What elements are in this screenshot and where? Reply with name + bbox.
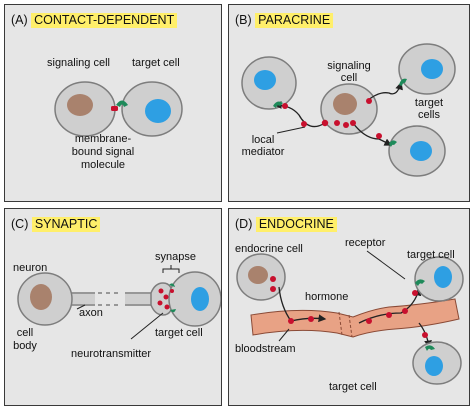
panel-paracrine: (B) PARACRINE signaling cell target cell… xyxy=(228,4,470,202)
synaptic-illustration xyxy=(17,265,221,340)
label-membrane-bound-1: membrane- xyxy=(74,133,132,145)
label-membrane-bound-2: bound signal xyxy=(71,146,135,158)
receptor-icon xyxy=(425,345,435,351)
local-mediator-molecule xyxy=(334,120,340,126)
label-cell-body-2: body xyxy=(13,340,37,352)
arrow-to-bottom-right-cell xyxy=(352,122,393,146)
hormone-path-to-top-target xyxy=(358,287,422,324)
label-hormone: hormone xyxy=(305,291,349,303)
arrow-to-left-cell xyxy=(273,101,326,128)
synapse-bracket xyxy=(162,265,180,273)
receptor-icon xyxy=(169,283,175,287)
local-mediator-pointer xyxy=(276,126,306,134)
local-mediator-molecule xyxy=(282,103,288,109)
axon xyxy=(65,294,95,304)
hormone-molecule xyxy=(270,276,276,282)
endocrine-illustration xyxy=(236,250,464,385)
target-cell-left-nucleus xyxy=(254,70,276,90)
neurotransmitter-molecule xyxy=(170,289,174,293)
hormone-molecule xyxy=(270,286,276,292)
target-cell-nucleus xyxy=(191,287,209,311)
target-cell-bottom-right-nucleus xyxy=(410,141,432,161)
label-signaling-2: cell xyxy=(340,72,358,84)
label-receptor: receptor xyxy=(345,237,386,249)
neuron-nucleus xyxy=(30,284,52,310)
receptor-icon xyxy=(170,309,176,313)
hormone-molecule xyxy=(366,318,372,324)
target-cell-top-nucleus xyxy=(434,266,452,288)
neurotransmitter-molecule xyxy=(164,304,170,310)
local-mediator-molecule xyxy=(301,121,307,127)
target-cell-nucleus xyxy=(145,99,171,123)
panel-endocrine: (D) ENDOCRINE endocrine cell receptor ta… xyxy=(228,208,470,406)
label-axon: axon xyxy=(79,307,103,319)
axon-pointer xyxy=(76,304,86,310)
receptor-icon xyxy=(399,78,407,86)
signaling-cell-nucleus xyxy=(67,94,93,116)
neurotransmitter-molecule xyxy=(158,288,164,294)
local-mediator-molecule xyxy=(366,98,372,104)
neurotransmitter-molecule xyxy=(163,294,169,300)
local-mediator-molecule xyxy=(350,120,356,126)
paracrine-illustration xyxy=(241,43,456,177)
target-cell-top-right-nucleus xyxy=(421,59,443,79)
receptor-icon xyxy=(116,100,128,107)
hormone-molecule xyxy=(386,312,392,318)
hormone-molecule xyxy=(308,316,314,322)
panel-contact-dependent: (A) CONTACT-DEPENDENT signaling cell tar… xyxy=(4,4,222,202)
label-synapse: synapse xyxy=(155,251,196,263)
hormone-molecule xyxy=(402,308,408,314)
panel-synaptic: (C) SYNAPTIC synapse neuron axon cell bo… xyxy=(4,208,222,406)
hormone-molecule xyxy=(412,290,418,296)
label-signaling-1: signaling xyxy=(327,60,371,72)
panel-b-title: (B) PARACRINE xyxy=(235,12,334,28)
endocrine-cell-nucleus xyxy=(248,266,268,284)
receptor-icon xyxy=(415,279,425,286)
bloodstream-break xyxy=(338,311,353,338)
label-target-cell-top: target cell xyxy=(407,249,455,261)
label-target-cell-bottom: target cell xyxy=(329,381,377,393)
receptor-pointer xyxy=(366,250,406,280)
neurotransmitter-pointer xyxy=(130,312,164,340)
hormone-molecule xyxy=(288,318,294,324)
label-neuron: neuron xyxy=(13,262,48,274)
local-mediator-molecule xyxy=(376,133,382,139)
panel-d-title: (D) ENDOCRINE xyxy=(235,216,337,232)
local-mediator-molecule xyxy=(321,119,329,127)
panel-a-title: (A) CONTACT-DEPENDENT xyxy=(11,12,178,28)
label-cell-body-1: cell xyxy=(16,327,34,339)
axon-outline xyxy=(65,292,153,306)
contact-dependent-illustration xyxy=(54,81,183,137)
axon xyxy=(125,294,153,304)
target-cell-bottom-nucleus xyxy=(425,356,443,376)
panel-c-title: (C) SYNAPTIC xyxy=(11,216,101,232)
receptor-icon xyxy=(389,140,397,147)
hormone-molecule xyxy=(422,332,428,338)
label-neurotransmitter: neurotransmitter xyxy=(71,348,152,360)
arrow-to-top-right-cell xyxy=(366,81,403,102)
axon-break xyxy=(98,292,118,306)
label-membrane-bound-3: molecule xyxy=(80,159,126,171)
label-local-2: mediator xyxy=(241,146,285,158)
local-mediator-molecule xyxy=(343,122,349,128)
receptor-icon xyxy=(273,101,283,108)
label-bloodstream: bloodstream xyxy=(235,343,296,355)
signaling-cell-nucleus xyxy=(333,93,357,115)
membrane-bound-signal-icon xyxy=(111,106,118,111)
bloodstream-pointer xyxy=(278,328,290,342)
label-target-1: target xyxy=(414,97,444,109)
label-local-1: local xyxy=(251,134,275,146)
label-target-cell: target cell xyxy=(155,327,203,339)
label-endocrine-cell: endocrine cell xyxy=(235,243,303,255)
label-target-cell: target cell xyxy=(132,57,180,69)
label-signaling-cell: signaling cell xyxy=(47,57,110,69)
neurotransmitter-molecule xyxy=(157,300,163,306)
label-target-2: cells xyxy=(417,109,441,121)
